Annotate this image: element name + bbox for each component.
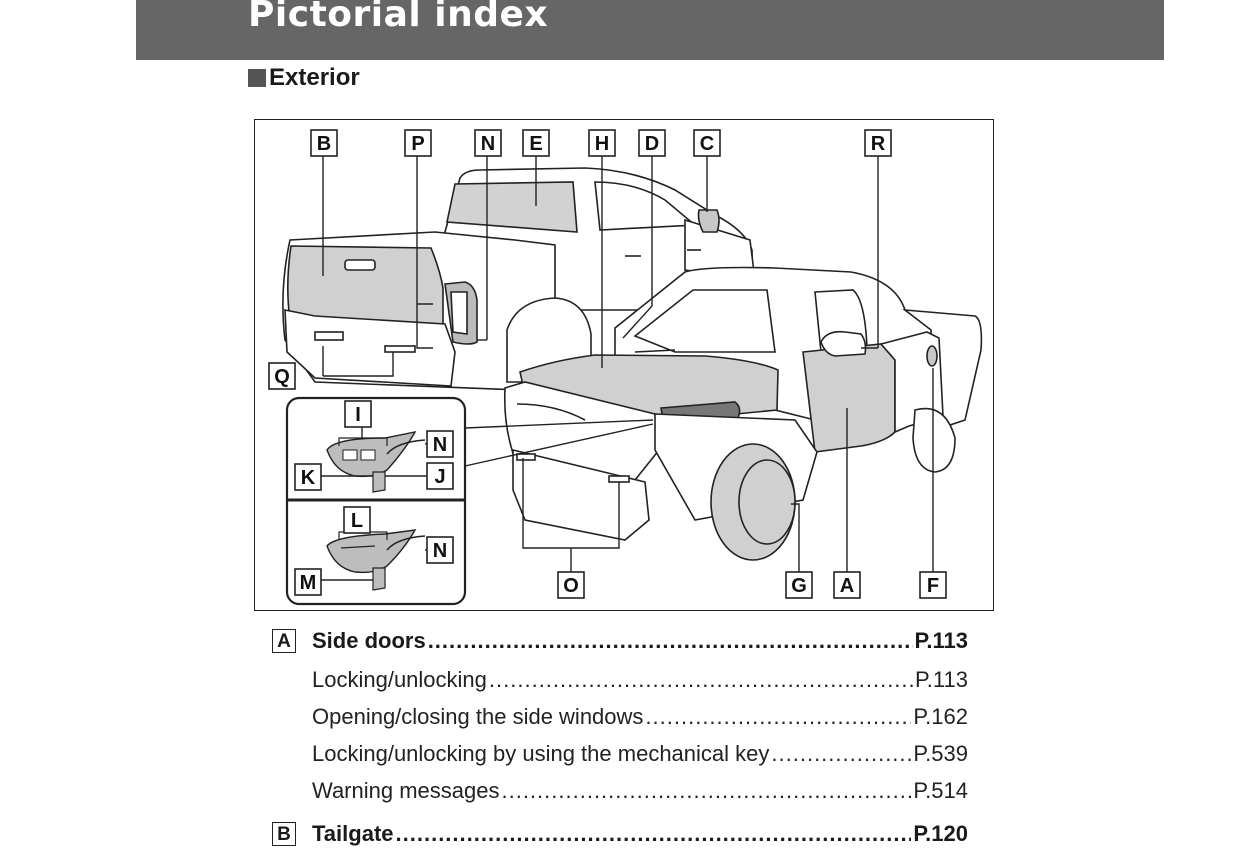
svg-text:P: P <box>411 133 424 155</box>
callout-h: H <box>588 129 616 157</box>
svg-text:L: L <box>351 510 363 532</box>
callout-i: I <box>344 400 372 428</box>
callout-labels: B P N E H D C R Q I N K J L N M O G A F <box>268 129 947 599</box>
svg-text:M: M <box>300 572 317 594</box>
dot-leader <box>501 778 911 804</box>
svg-text:D: D <box>645 133 659 155</box>
svg-text:E: E <box>529 133 542 155</box>
svg-text:N: N <box>433 434 447 456</box>
section-heading-label: Exterior <box>269 64 360 91</box>
entry-title: Side doors <box>312 628 426 653</box>
callout-a: A <box>833 571 861 599</box>
svg-text:I: I <box>355 404 361 426</box>
zoom-line <box>464 423 654 467</box>
dot-leader <box>489 667 913 693</box>
svg-text:G: G <box>791 575 807 597</box>
callout-o: O <box>557 571 585 599</box>
zoom-line <box>464 419 654 429</box>
sub-entry-leader: Locking/unlocking by using the mechanica… <box>312 741 968 767</box>
dot-leader <box>771 741 911 767</box>
callout-n-inset-bottom: N <box>426 536 454 564</box>
exterior-illustration: B P N E H D C R Q I N K J L N M O G A F <box>254 119 994 611</box>
callout-j: J <box>426 462 454 490</box>
sub-entry-leader: Opening/closing the side windows P.162 <box>312 704 968 730</box>
entry-leader: Side doors P.113 <box>312 628 968 654</box>
callout-e: E <box>522 129 550 157</box>
truck-diagram: B P N E H D C R Q I N K J L N M O G A F <box>268 129 983 606</box>
svg-text:B: B <box>317 133 331 155</box>
callout-n-inset-top: N <box>426 430 454 458</box>
svg-text:C: C <box>700 133 714 155</box>
headlamp-inset <box>285 396 467 606</box>
front-truck-drawing <box>503 266 983 561</box>
sub-entry-leader: Warning messages P.514 <box>312 778 968 804</box>
sub-entry-title: Opening/closing the side windows <box>312 704 644 729</box>
sub-entry-leader: Locking/unlocking P.113 <box>312 667 968 693</box>
svg-text:N: N <box>433 540 447 562</box>
sub-entry-list: Locking/unlocking P.113 Opening/closing … <box>272 661 972 809</box>
sub-entry-title: Locking/unlocking <box>312 667 487 692</box>
svg-text:H: H <box>595 133 609 155</box>
svg-text:Q: Q <box>274 366 290 388</box>
leader-lines <box>321 156 934 581</box>
callout-r: R <box>864 129 892 157</box>
svg-text:R: R <box>871 133 886 155</box>
entry-tailgate[interactable]: B Tailgate P.120 <box>272 817 972 853</box>
page-title: Pictorial index <box>248 0 549 35</box>
entry-letter-box: B <box>272 822 296 846</box>
callout-q: Q <box>268 362 296 390</box>
svg-text:O: O <box>563 575 579 597</box>
entry-page-ref[interactable]: P.120 <box>913 821 968 846</box>
entry-letter-box: A <box>272 629 296 653</box>
svg-text:K: K <box>301 467 316 489</box>
entry-page-ref[interactable]: P.113 <box>914 628 968 653</box>
callout-p: P <box>404 129 432 157</box>
sub-entry-page-ref[interactable]: P.539 <box>913 741 968 766</box>
callout-m: M <box>294 568 322 596</box>
index-entries: A Side doors P.113 Locking/unlocking P.1… <box>272 624 972 853</box>
callout-f: F <box>919 571 947 599</box>
dot-leader <box>396 821 912 847</box>
header-band: Pictorial index <box>136 0 1164 60</box>
svg-text:A: A <box>840 575 854 597</box>
entry-leader: Tailgate P.120 <box>312 821 968 847</box>
sub-entry-page-ref[interactable]: P.162 <box>913 704 968 729</box>
svg-text:F: F <box>927 575 939 597</box>
dot-leader <box>428 628 913 654</box>
sub-entry-title: Locking/unlocking by using the mechanica… <box>312 741 770 766</box>
callout-k: K <box>294 463 322 491</box>
sub-entry[interactable]: Opening/closing the side windows P.162 <box>272 698 972 735</box>
sub-entry[interactable]: Locking/unlocking by using the mechanica… <box>272 735 972 772</box>
entry-title: Tailgate <box>312 821 394 846</box>
sub-entry[interactable]: Locking/unlocking P.113 <box>272 661 972 698</box>
sub-entry-title: Warning messages <box>312 778 500 803</box>
sub-entry-page-ref[interactable]: P.113 <box>914 667 968 692</box>
svg-text:J: J <box>434 466 445 488</box>
dot-leader <box>645 704 911 730</box>
square-bullet-icon <box>248 69 266 87</box>
sub-entry[interactable]: Warning messages P.514 <box>272 772 972 809</box>
callout-g: G <box>785 571 813 599</box>
svg-text:N: N <box>481 133 495 155</box>
callout-d: D <box>638 129 666 157</box>
callout-l: L <box>343 506 371 534</box>
callout-n: N <box>474 129 502 157</box>
callout-b: B <box>310 129 338 157</box>
callout-c: C <box>693 129 721 157</box>
sub-entry-page-ref[interactable]: P.514 <box>913 778 968 803</box>
section-heading: Exterior <box>248 64 360 92</box>
entry-side-doors[interactable]: A Side doors P.113 <box>272 624 972 660</box>
